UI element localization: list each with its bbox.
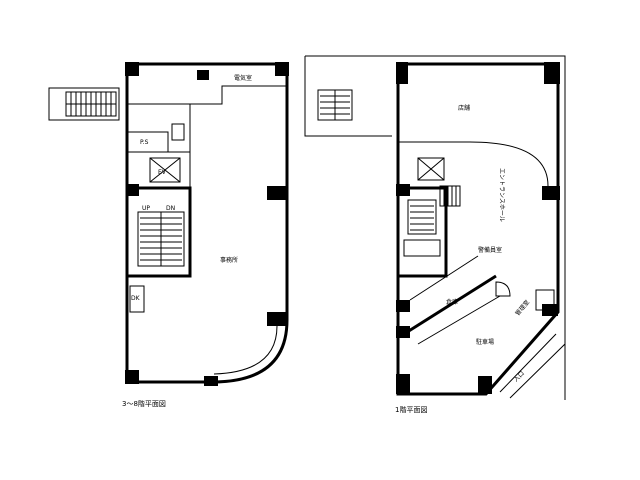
room-label-dn: DN xyxy=(166,205,175,212)
left-toilet xyxy=(171,123,185,141)
right-elevator xyxy=(417,157,445,181)
right-column xyxy=(396,300,410,312)
left-outer-wall xyxy=(125,62,289,384)
right-stair xyxy=(407,185,461,235)
right-column xyxy=(544,62,560,84)
right-entry-diagonal xyxy=(499,333,566,399)
right-column xyxy=(542,304,558,316)
left-floor-plan: 電気室 事務所 P.S EV UP DN DK 3〜8階平面図 xyxy=(48,62,289,408)
left-stair xyxy=(137,211,185,267)
left-column xyxy=(125,370,139,384)
right-toilet xyxy=(403,239,441,257)
left-upper-room-line xyxy=(127,85,287,105)
left-curve-corner xyxy=(213,325,278,375)
right-column xyxy=(396,184,410,196)
left-elevator xyxy=(149,157,181,183)
room-label-entrance-hall: エントランスホール xyxy=(498,168,505,222)
right-ramp-wall xyxy=(403,274,497,336)
left-ps-line xyxy=(127,131,190,153)
room-label-ev: EV xyxy=(158,169,167,176)
right-ramp-line xyxy=(409,255,501,345)
left-column xyxy=(267,312,287,326)
room-label-parking: 駐車場 xyxy=(476,338,494,346)
room-label-dk: DK xyxy=(131,295,141,302)
left-column xyxy=(267,186,287,200)
right-column xyxy=(542,186,560,200)
room-label-office: 事務所 xyxy=(220,256,238,264)
room-label-store: 店舗 xyxy=(458,104,470,112)
room-label-management: 管理室 xyxy=(513,298,531,317)
right-outer-wall xyxy=(396,62,560,396)
right-door xyxy=(495,281,511,297)
right-store-curve xyxy=(398,141,549,187)
left-column xyxy=(275,62,289,76)
room-label-ps: P.S xyxy=(140,139,149,146)
room-label-entry: 入口 xyxy=(512,370,525,383)
room-label-storage: 倉庫 xyxy=(446,298,458,306)
left-column xyxy=(127,184,139,196)
site-boundary xyxy=(304,55,566,400)
left-core-wall xyxy=(127,186,192,278)
right-floor-plan: 店舗 エントランスホール 警備員室 倉庫 管理室 駐車場 入口 1階平面図 xyxy=(304,55,566,414)
room-label-elec: 電気室 xyxy=(234,74,252,82)
room-label-guardroom: 警備員室 xyxy=(478,246,502,254)
left-column xyxy=(197,70,209,80)
left-plan-caption: 3〜8階平面図 xyxy=(122,399,166,408)
left-column xyxy=(204,376,218,386)
right-column xyxy=(396,326,410,338)
right-column xyxy=(478,376,492,394)
left-exterior-stair xyxy=(48,87,120,121)
left-dk xyxy=(129,285,145,313)
right-core-wall xyxy=(398,186,448,278)
right-column xyxy=(396,62,408,84)
room-label-up: UP xyxy=(142,205,150,212)
right-column xyxy=(396,374,410,394)
right-plan-caption: 1階平面図 xyxy=(395,405,427,414)
left-column xyxy=(125,62,139,76)
right-exterior-stair xyxy=(317,89,353,121)
